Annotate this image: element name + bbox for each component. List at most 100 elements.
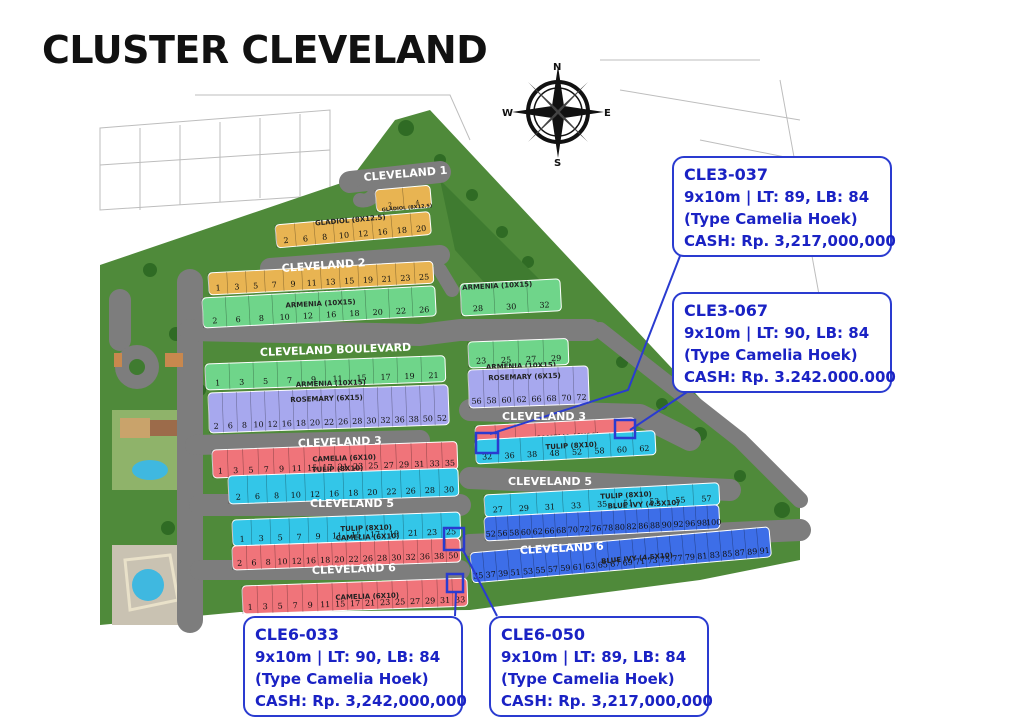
callout-cle6-033[interactable]: CLE6-033 9x10m | LT: 90, LB: 84 (Type Ca…	[243, 616, 467, 717]
playground-area	[112, 410, 187, 490]
lot-divider	[252, 362, 255, 389]
lot-number: 55	[675, 495, 686, 505]
lot-divider	[361, 581, 364, 610]
lot-divider	[274, 544, 276, 569]
lot-number: 9	[311, 375, 316, 384]
lot-divider	[201, 297, 204, 328]
lot-number: 2	[237, 559, 242, 568]
callout-cle3-067[interactable]: CLE3-067 9x10m | LT: 90, LB: 84 (Type Ca…	[672, 292, 896, 393]
highlight-cle3-067	[613, 418, 637, 440]
lot-number: 7	[293, 601, 298, 610]
compass-n: N	[553, 62, 561, 73]
lot-number: 25	[501, 356, 511, 365]
callout-code: CLE3-037	[684, 165, 769, 184]
lot-divider	[606, 540, 610, 571]
lot-number: 23	[380, 598, 390, 607]
lot-number: 27	[383, 461, 393, 470]
lot-number: 70	[561, 393, 571, 402]
lot-number: 72	[579, 524, 590, 534]
lot-divider	[324, 359, 327, 386]
lot-divider	[364, 289, 367, 320]
callout-type: (Type Camelia Hoek)	[501, 670, 675, 688]
lot-number: 8	[266, 558, 271, 567]
lot-divider	[388, 540, 390, 565]
lot-number: 87	[734, 548, 745, 558]
lot-divider	[659, 507, 662, 532]
gate-right	[165, 353, 183, 367]
lot-number: 8	[322, 233, 328, 242]
lot-divider	[226, 272, 229, 295]
lot-number: 19	[404, 372, 414, 381]
lot-divider	[483, 494, 486, 517]
lot-block-label: TULIP (8X10)	[600, 490, 652, 501]
lot-number: 9	[315, 532, 320, 541]
lot-number: 18	[396, 226, 407, 236]
lot-block-fill	[274, 211, 432, 249]
lot-number: 56	[471, 397, 481, 406]
lot-divider	[394, 263, 397, 286]
lot-number: 6	[251, 558, 256, 567]
lot-number: 38	[409, 415, 419, 424]
callout-size: 9x10m | LT: 90, LB: 84	[255, 648, 441, 666]
lot-number: 23	[353, 462, 363, 471]
lot-divider	[231, 545, 234, 570]
lot-number: 11	[306, 278, 317, 288]
lot-number: 58	[509, 528, 520, 538]
callout-code: CLE3-067	[684, 301, 769, 320]
lot-divider	[526, 280, 529, 313]
lot-divider	[264, 391, 267, 432]
lot-number: 27	[526, 355, 536, 364]
lot-divider	[497, 368, 500, 407]
lot-divider	[668, 535, 673, 566]
lot-number: 26	[419, 305, 430, 315]
lot-number: 10	[253, 420, 263, 429]
street-label-c3b: CLEVELAND 3	[502, 410, 586, 423]
lot-number: 53	[649, 497, 660, 507]
street-label-c6a: CLEVELAND 6	[312, 561, 397, 577]
neighbor-plots-outline	[99, 59, 821, 301]
lot-divider	[671, 507, 674, 532]
lot-divider	[345, 542, 348, 567]
lot-number: 48	[549, 449, 560, 459]
lot-divider	[631, 431, 634, 456]
lot-divider	[581, 543, 585, 574]
lot-number: 22	[396, 306, 407, 316]
lot-divider	[348, 388, 351, 429]
lot-block-label: CAMELIA (6X10)	[336, 532, 400, 542]
lot-number: 68	[556, 526, 567, 536]
lot-number: 9	[290, 279, 296, 288]
lot-number: 91	[759, 546, 770, 556]
lot-number: 32	[405, 553, 415, 562]
lot-number: 10	[339, 231, 350, 241]
lot-divider	[413, 262, 416, 285]
lot-number: 57	[701, 494, 712, 504]
lot-divider	[391, 580, 394, 609]
lot-divider	[221, 392, 224, 433]
lot-number: 8	[242, 421, 247, 430]
lot-number: 2	[214, 422, 219, 431]
lot-block-fill	[207, 384, 450, 434]
lot-divider	[519, 437, 522, 462]
lot-number: 88	[650, 521, 661, 531]
lot-number: 29	[425, 596, 435, 605]
lot-number: 18	[296, 419, 306, 428]
lot-number: 20	[416, 224, 427, 234]
lot-number: 28	[425, 486, 435, 495]
lot-number: 2	[283, 236, 289, 245]
lot-block-label: TULIP (8X10)	[545, 441, 597, 452]
lot-divider	[587, 434, 589, 459]
lot-block-label: ARMENIA (10X15)	[285, 298, 355, 310]
lot-number: 1	[215, 378, 220, 387]
lot-divider	[282, 269, 285, 292]
callout-cle3-037[interactable]: CLE3-037 9x10m | LT: 89, LB: 84 (Type Ca…	[672, 156, 896, 257]
lot-number: 30	[506, 302, 517, 312]
lot-divider	[380, 444, 382, 473]
lot-number: 7	[287, 376, 292, 385]
lot-number: 16	[282, 419, 292, 428]
callout-cle6-050[interactable]: CLE6-050 9x10m | LT: 89, LB: 84 (Type Ca…	[489, 616, 713, 717]
lot-number: 16	[306, 556, 316, 565]
highlight-cle6-050	[442, 526, 466, 552]
lot-divider	[569, 544, 573, 575]
